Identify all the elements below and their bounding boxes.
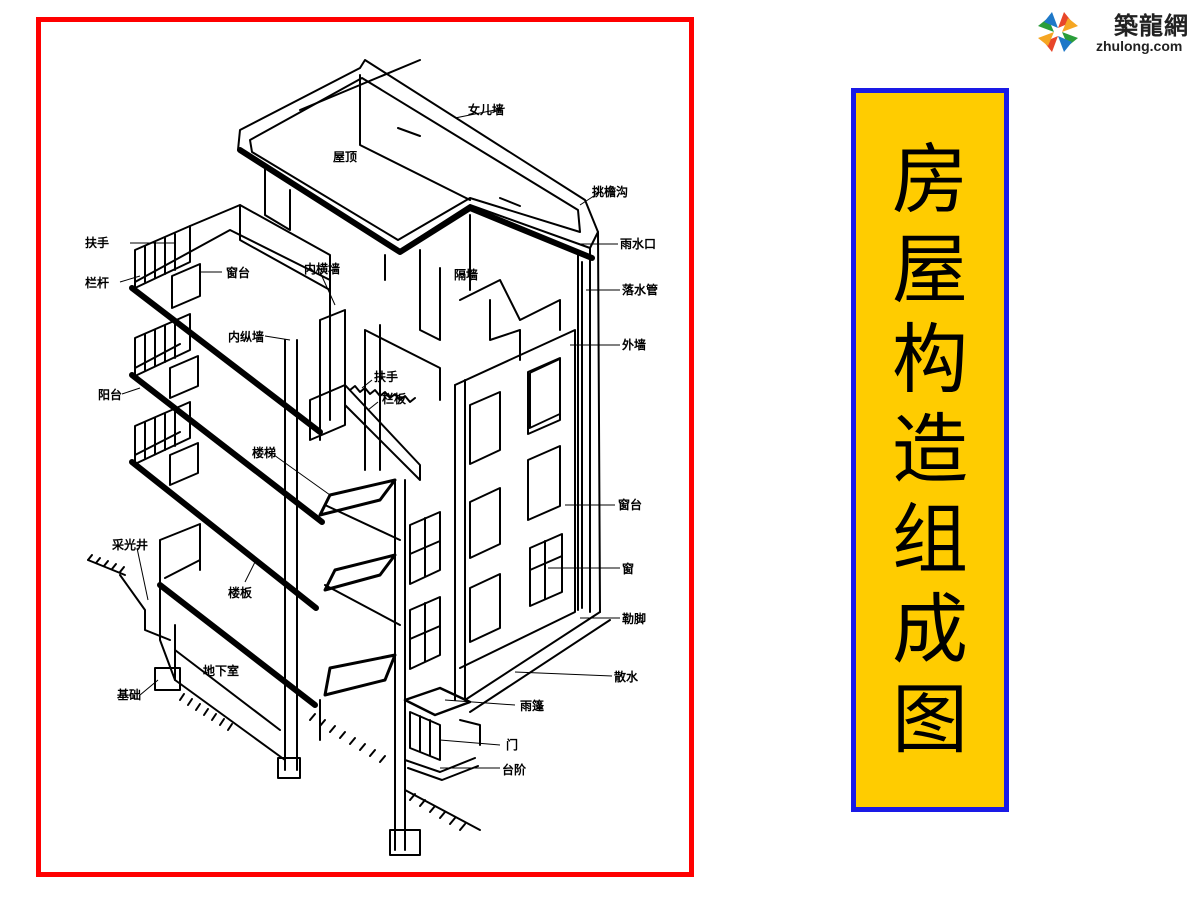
- building-cutaway-drawing: [87, 59, 620, 856]
- label-canopy: 雨篷: [520, 699, 545, 713]
- label-light-well: 采光井: [112, 538, 149, 552]
- label-window: 窗: [622, 562, 635, 576]
- title-char-1: 房: [892, 135, 968, 224]
- title-panel: 房 屋 构 造 组 成 图: [851, 88, 1009, 812]
- label-eaves-gutter: 挑檐沟: [592, 185, 629, 199]
- title-char-7: 图: [892, 675, 968, 764]
- label-apron: 散水: [614, 670, 639, 684]
- diagram-frame: [36, 17, 694, 877]
- label-door: 门: [506, 738, 519, 752]
- title-char-5: 组: [892, 495, 968, 584]
- label-window-sill-upper: 窗台: [226, 266, 251, 280]
- title-char-6: 成: [892, 585, 968, 674]
- label-inner-longitudinal-wall: 内纵墙: [228, 330, 265, 344]
- logo-url: zhulong.com: [1096, 38, 1183, 54]
- label-basement: 地下室: [203, 664, 240, 678]
- label-balcony: 阳台: [98, 388, 123, 402]
- logo-name: 築龍網: [1114, 11, 1189, 40]
- label-steps: 台阶: [502, 763, 527, 777]
- label-floor-slab: 楼板: [228, 586, 253, 600]
- label-plinth: 勒脚: [622, 612, 647, 626]
- title-char-2: 屋: [892, 225, 968, 314]
- label-handrail-balcony: 扶手: [85, 236, 110, 250]
- title-char-3: 构: [892, 315, 968, 404]
- label-exterior-wall: 外墙: [622, 338, 647, 352]
- label-foundation: 基础: [117, 688, 142, 702]
- label-downpipe: 落水管: [622, 283, 659, 297]
- label-staircase: 楼梯: [252, 446, 277, 460]
- label-railing: 栏杆: [85, 276, 110, 290]
- zhulong-logo: 築龍網 zhulong.com: [1026, 4, 1196, 60]
- title-char-4: 造: [892, 405, 968, 494]
- label-parapet: 女儿墙: [468, 103, 505, 117]
- zhulong-pinwheel-icon: [1038, 12, 1078, 52]
- label-balustrade-panel: 栏板: [382, 392, 407, 406]
- label-roof: 屋顶: [333, 150, 358, 164]
- label-window-sill-lower: 窗台: [618, 498, 643, 512]
- label-partition-wall: 隔墙: [454, 268, 479, 282]
- label-rain-outlet: 雨水口: [620, 237, 657, 251]
- label-inner-transverse-wall: 内横墙: [304, 262, 341, 276]
- label-handrail-stair: 扶手: [374, 370, 399, 384]
